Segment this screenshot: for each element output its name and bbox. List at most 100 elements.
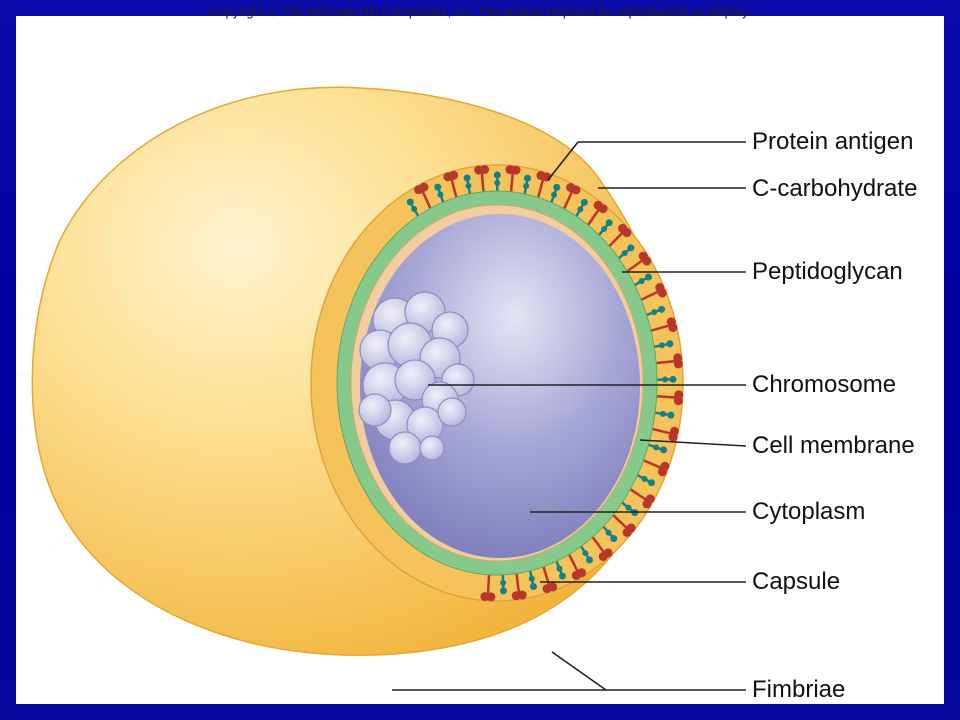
protein-antigen-stem [486, 574, 491, 597]
label-cytoplasm: Cytoplasm [752, 498, 866, 525]
c-carbohydrate-bead [500, 579, 507, 586]
c-carbohydrate-bead [494, 180, 501, 187]
c-carbohydrate-bead [625, 504, 632, 511]
c-carbohydrate-bead [586, 556, 594, 564]
c-carbohydrate-bead [406, 198, 414, 206]
chromosome-lobe [437, 397, 467, 427]
protein-antigen-head [673, 359, 683, 369]
protein-antigen-stem [567, 553, 581, 575]
fimbria [3, 428, 44, 434]
c-carbohydrate-bead [493, 171, 501, 179]
fimbria [275, 56, 282, 101]
c-carbohydrate-bead [653, 444, 660, 451]
protein-antigen-stem [420, 187, 432, 209]
c-carbohydrate-bead [641, 475, 648, 482]
fimbria [658, 425, 709, 434]
fimbria [474, 631, 486, 675]
c-carbohydrate-bead [638, 278, 645, 285]
protein-antigen-stem [608, 229, 626, 248]
c-carbohydrate-bead [659, 410, 666, 417]
c-carbohydrate-bead [582, 550, 589, 557]
fimbria [30, 259, 59, 269]
protein-antigen-head [449, 170, 459, 180]
protein-antigen-stem [612, 514, 630, 532]
protein-antigen-stem [509, 169, 515, 192]
leader-cell-membrane [639, 439, 747, 447]
protein-antigen-head [657, 467, 667, 477]
c-carbohydrate-bead [669, 375, 677, 383]
c-carbohydrate-bead [529, 582, 537, 590]
chromosome-lobe [358, 393, 392, 427]
protein-antigen-head [542, 584, 552, 594]
fimbria [338, 646, 341, 681]
protein-antigen-head [673, 396, 683, 406]
protein-antigen-head [598, 204, 608, 214]
protein-antigen-stem [656, 359, 679, 365]
protein-antigen-head [622, 228, 632, 238]
c-carbohydrate-bead [627, 244, 635, 252]
c-carbohydrate-bead [551, 191, 558, 198]
c-carbohydrate-bead [463, 174, 471, 182]
c-carbohydrate-bead [499, 587, 507, 595]
c-carbohydrate-bead [605, 529, 612, 536]
fimbria [188, 82, 205, 122]
leader-protein-antigen [547, 141, 579, 181]
fimbria [367, 646, 369, 686]
fimbria [607, 547, 639, 573]
surface-molecules [406, 165, 684, 602]
label-protein-antigen: Protein antigen [752, 128, 914, 155]
c-carbohydrate-bead [666, 340, 674, 348]
protein-antigen-stem [656, 394, 679, 400]
protein-antigen-head [642, 256, 652, 266]
fimbria [109, 130, 135, 163]
c-carbohydrate-bead [528, 575, 535, 582]
protein-antigen-stem [480, 169, 485, 192]
c-carbohydrate-bead [524, 174, 532, 182]
protein-antigen-stem [542, 566, 552, 589]
protein-antigen-stem [562, 188, 575, 210]
label-cell-membrane: Cell membrane [752, 432, 915, 459]
protein-antigen-stem [642, 459, 665, 471]
protein-antigen-head [571, 185, 581, 195]
c-carbohydrate-bead [658, 342, 665, 349]
c-carbohydrate-bead [651, 309, 658, 316]
c-carbohydrate-bead [434, 183, 442, 191]
protein-antigen-stem [591, 536, 607, 556]
protein-antigen-stem [449, 175, 458, 198]
fimbria [443, 60, 454, 107]
fimbria [628, 227, 659, 244]
fimbria [362, 51, 366, 97]
protein-antigen-head [511, 165, 521, 175]
c-carbohydrate-bead [661, 376, 668, 383]
chromosome-lobe [388, 431, 422, 465]
protein-antigen-stem [652, 427, 675, 436]
label-c-carbohydrate: C-carbohydrate [752, 175, 918, 202]
protein-antigen-head [480, 165, 490, 175]
fimbria [421, 642, 426, 676]
fimbria [1, 454, 49, 466]
label-fimbriae: Fimbriae [752, 676, 846, 703]
c-carbohydrate-bead [660, 446, 668, 454]
protein-antigen-stem [536, 175, 546, 198]
protein-antigen-head [480, 592, 490, 602]
c-carbohydrate-bead [411, 205, 418, 212]
copyright-notice: Copyright © The McGraw-Hill Companies, I… [208, 4, 752, 19]
c-carbohydrate-bead [605, 219, 613, 227]
c-carbohydrate-bead [610, 535, 618, 543]
protein-antigen-head [419, 182, 429, 192]
protein-antigen-head [622, 527, 632, 537]
fimbria [42, 527, 81, 554]
protein-antigen-head [642, 499, 652, 509]
c-carbohydrate-bead [658, 305, 666, 313]
c-carbohydrate-bead [553, 183, 561, 191]
protein-antigen-head [598, 551, 608, 561]
chromosome [358, 291, 475, 465]
fimbria [601, 171, 639, 197]
c-carbohydrate-bead [580, 198, 588, 206]
protein-antigen-stem [640, 289, 662, 301]
chromosome-lobe [419, 435, 445, 461]
c-carbohydrate-bead [577, 206, 584, 213]
c-carbohydrate-bead [558, 572, 566, 580]
protein-antigen-head [668, 323, 678, 333]
